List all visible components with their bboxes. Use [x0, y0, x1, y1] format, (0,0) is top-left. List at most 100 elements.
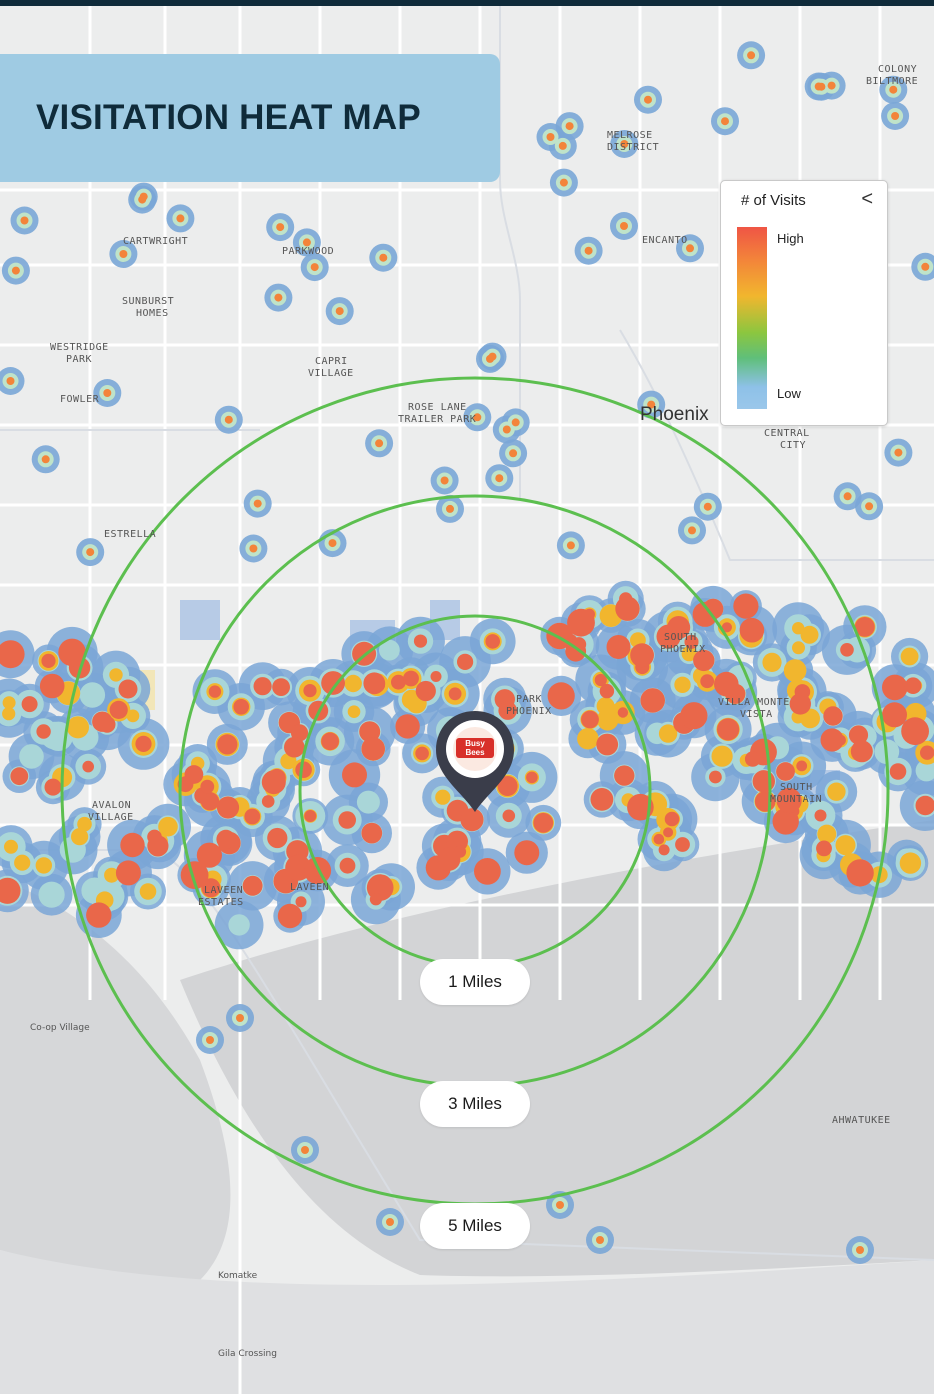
- heat-spot: [413, 634, 428, 648]
- page-title: VISITATION HEAT MAP: [36, 98, 421, 137]
- heat-spot: [104, 867, 120, 883]
- heat-spot: [565, 122, 574, 131]
- heat-spot: [599, 683, 615, 699]
- heat-spot: [556, 1201, 564, 1209]
- heat-spot: [717, 718, 740, 741]
- chevron-left-icon[interactable]: <: [861, 188, 873, 210]
- heat-spot: [77, 816, 92, 832]
- heat-spot: [10, 767, 29, 786]
- logo-line2: Bees: [465, 748, 485, 757]
- heat-spot: [901, 717, 929, 746]
- heat-spot: [276, 223, 285, 232]
- heat-spot: [98, 716, 116, 733]
- heat-spot: [495, 474, 504, 483]
- heat-spot: [709, 770, 722, 784]
- heat-spot: [714, 671, 739, 697]
- heat-spot: [375, 439, 384, 448]
- heat-spot: [486, 354, 494, 363]
- heat-spot: [369, 893, 382, 906]
- heat-spot: [620, 222, 628, 230]
- heat-spot: [721, 117, 729, 126]
- heat-spot: [242, 875, 263, 896]
- heat-spot: [39, 673, 65, 699]
- heat-spot: [891, 112, 900, 120]
- heat-spot: [658, 724, 678, 743]
- heat-spot: [509, 449, 518, 458]
- place-label-phoenix: Phoenix: [640, 404, 709, 425]
- heat-spot: [617, 707, 629, 718]
- heat-spot: [200, 792, 220, 811]
- heat-spot: [267, 827, 288, 849]
- heat-spot: [342, 762, 367, 788]
- heat-spot: [533, 812, 554, 833]
- heat-spot: [120, 832, 145, 858]
- heat-spot: [66, 716, 89, 739]
- logo-line1: Busy: [465, 739, 485, 748]
- heat-spot: [772, 808, 799, 835]
- heat-spot: [71, 828, 89, 846]
- heat-spot: [79, 682, 106, 708]
- heat-spot: [200, 779, 215, 794]
- heat-spot: [277, 903, 303, 929]
- estrella-area: [0, 880, 231, 1286]
- heat-spot: [827, 81, 836, 90]
- heat-spot: [446, 504, 454, 513]
- heat-spot: [547, 682, 575, 710]
- heat-spot: [814, 82, 823, 91]
- legend-gradient-bar: [737, 227, 767, 409]
- heat-spot: [889, 85, 898, 94]
- heat-spot: [115, 860, 141, 886]
- heat-spot: [415, 680, 436, 702]
- heat-spot: [217, 734, 238, 755]
- heat-spot: [38, 881, 65, 908]
- heat-spot: [361, 737, 386, 761]
- heat-spot: [216, 796, 240, 819]
- legend-low-label: Low: [777, 386, 801, 401]
- heat-spot: [196, 842, 222, 868]
- heat-spot: [20, 216, 29, 225]
- heat-spot: [391, 674, 406, 690]
- heat-spot: [577, 727, 599, 750]
- heat-spot: [630, 643, 654, 668]
- heat-spot: [581, 710, 599, 729]
- heat-spot: [284, 736, 305, 758]
- ring-label-5-miles: 5 Miles: [420, 1203, 530, 1249]
- heat-spot: [119, 250, 128, 258]
- heat-spot: [395, 714, 420, 739]
- heat-spot: [590, 788, 614, 811]
- top-bar: [0, 0, 934, 6]
- heat-spot: [138, 195, 147, 204]
- heat-spot: [0, 877, 21, 904]
- logo-badge: [456, 738, 494, 758]
- heat-spot: [502, 425, 511, 434]
- heat-spot: [82, 760, 94, 773]
- heat-spot: [321, 671, 345, 695]
- heat-spot: [647, 400, 656, 409]
- heat-spot: [733, 593, 759, 619]
- heat-spot: [310, 263, 319, 272]
- location-pin-icon[interactable]: Busy Bees: [436, 711, 514, 812]
- place-label: Komatke: [218, 1271, 258, 1281]
- heat-spot: [139, 883, 157, 900]
- heat-spot: [882, 702, 907, 728]
- heat-spot: [180, 861, 209, 889]
- heat-spot: [640, 688, 665, 713]
- heat-spot: [41, 653, 56, 669]
- heat-spot: [680, 702, 708, 730]
- heat-spot: [249, 544, 258, 553]
- heat-spot: [693, 649, 715, 672]
- heat-spot: [526, 771, 538, 784]
- heat-spot: [663, 827, 674, 838]
- heat-spot: [904, 677, 922, 694]
- heat-spot: [820, 728, 844, 752]
- place-label: ENCANTO: [642, 235, 688, 246]
- heat-spot: [747, 51, 756, 60]
- heat-spot: [448, 687, 462, 701]
- heat-spot: [11, 266, 20, 275]
- heat-spot: [158, 816, 178, 837]
- heat-spot: [514, 840, 540, 866]
